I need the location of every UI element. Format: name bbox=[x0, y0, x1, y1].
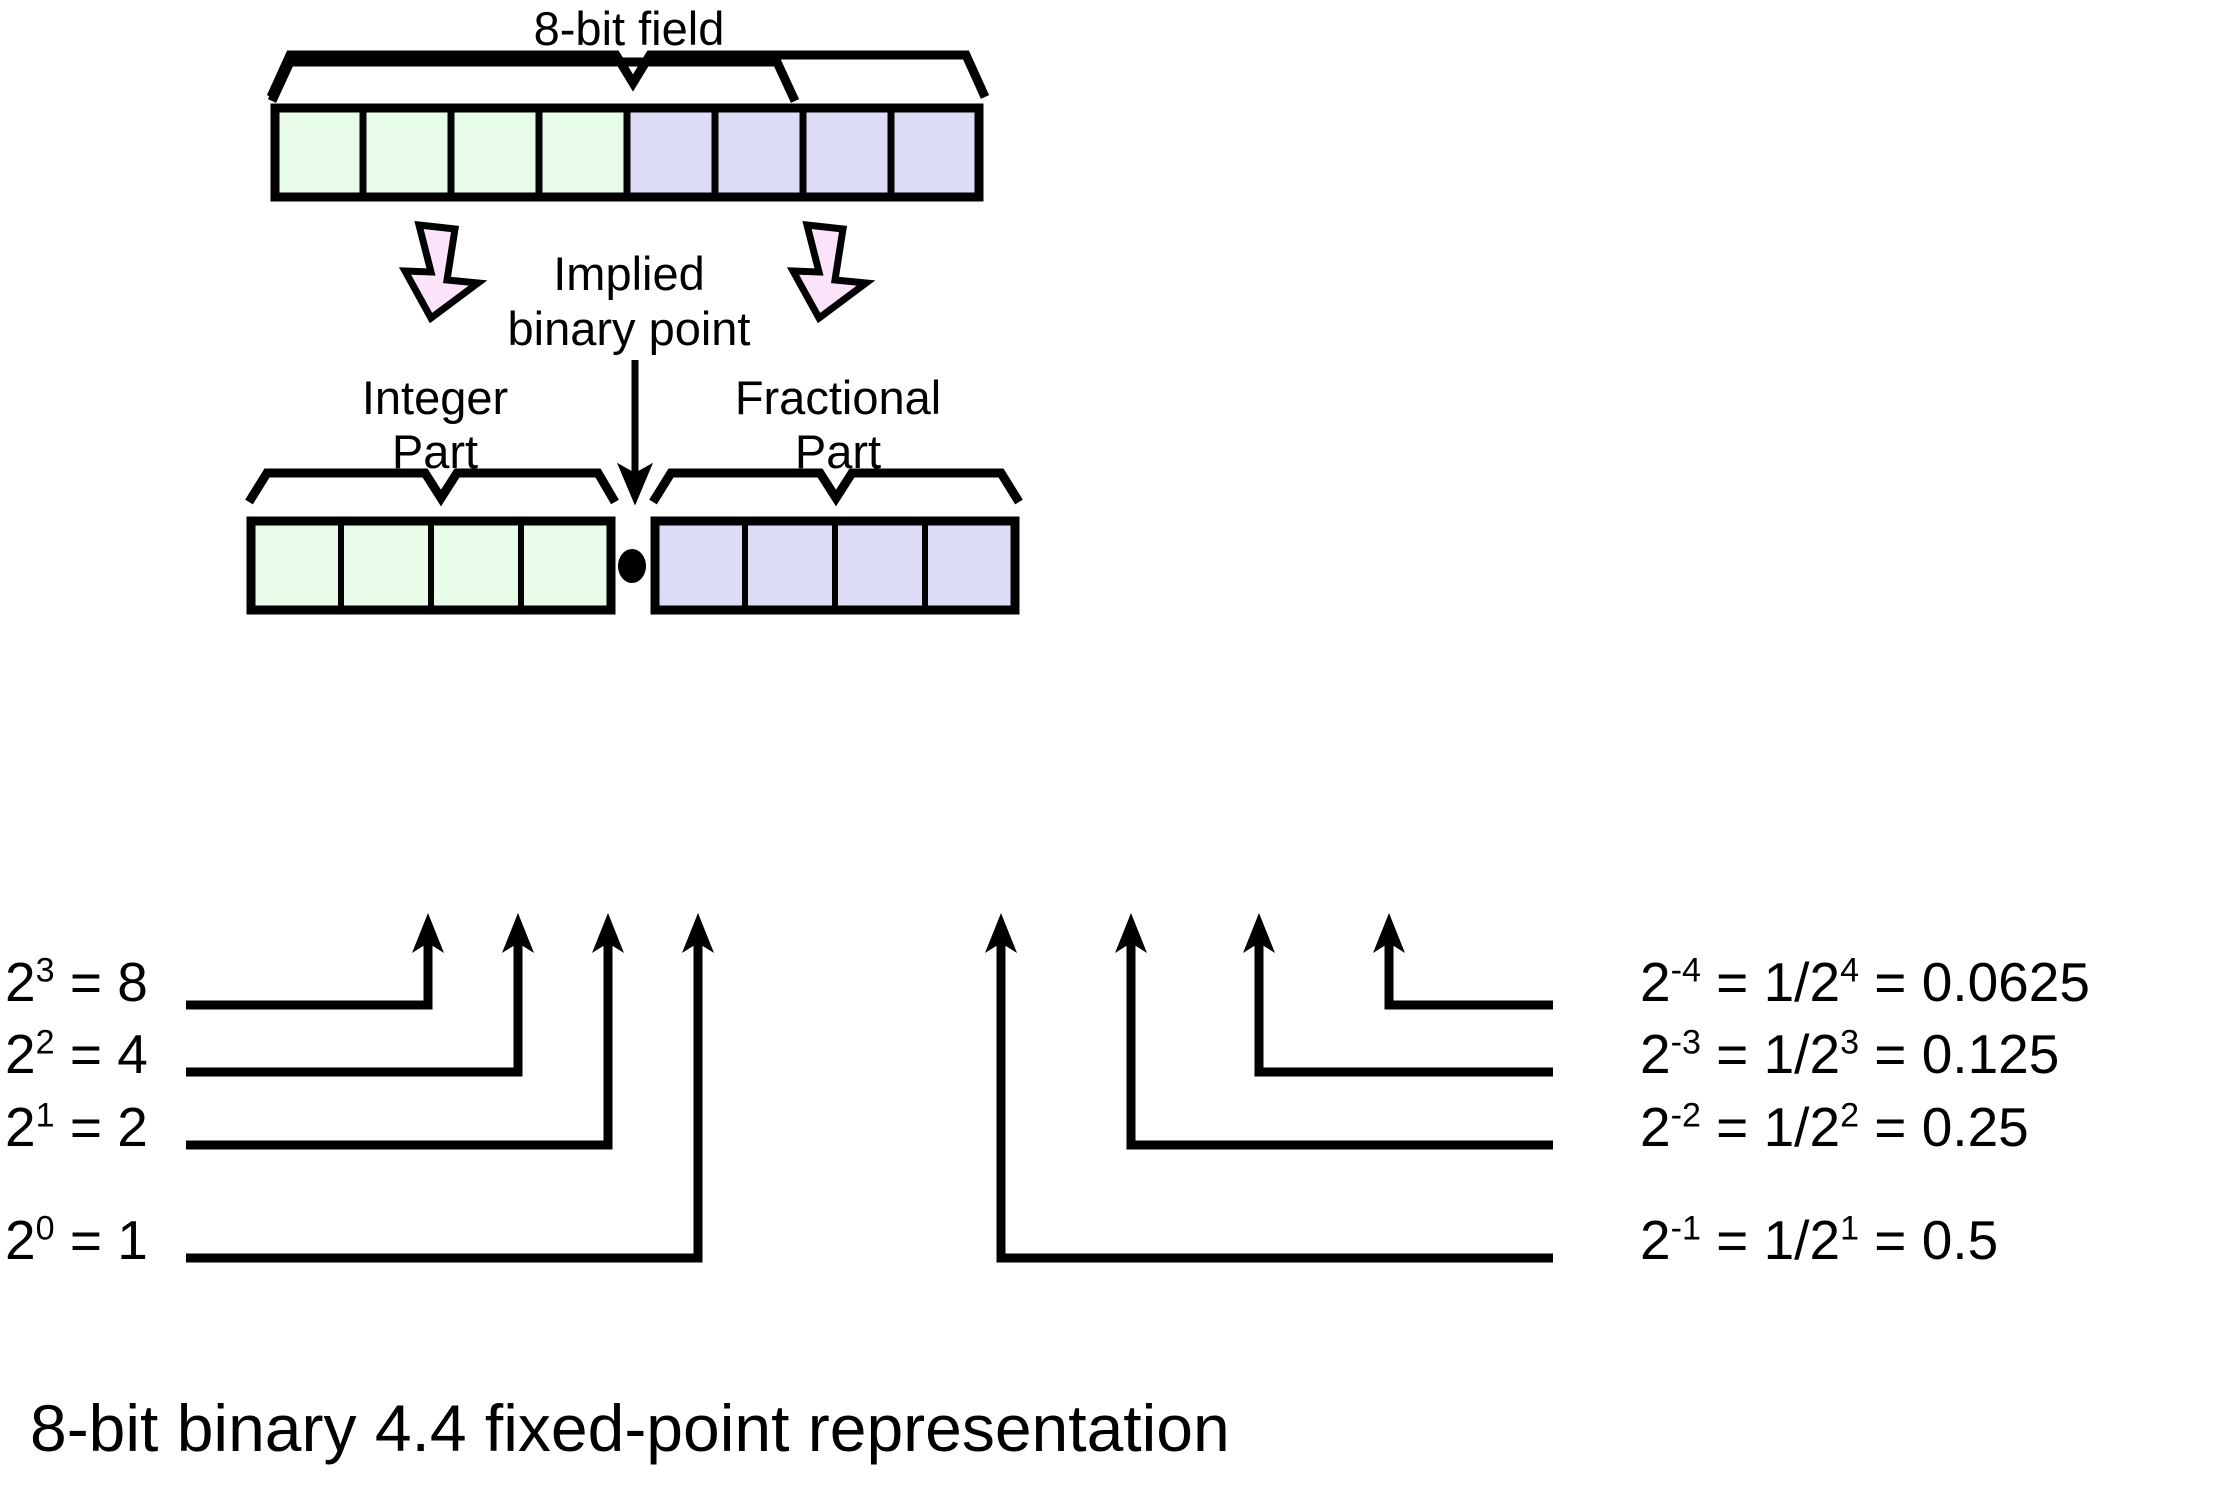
integer-part-label-line1: Integer bbox=[361, 371, 509, 424]
weight-equals-1: = bbox=[1700, 1023, 1764, 1085]
top-field-brace bbox=[267, 57, 800, 103]
weight-label-frac-2: 2-2 = 1/22 = 0.25 bbox=[1640, 1096, 2029, 1155]
fractional-part-label-line1: Fractional bbox=[734, 371, 942, 424]
weight-label-int-3: 20 = 1 bbox=[5, 1209, 148, 1268]
weight-base: 2 bbox=[1640, 1023, 1671, 1085]
weight-exponent: -4 bbox=[1670, 951, 1701, 990]
weight-label-frac-1: 2-3 = 1/23 = 0.125 bbox=[1640, 1023, 2059, 1082]
weight-exponent: -1 bbox=[1670, 1209, 1701, 1248]
weight-exponent: -2 bbox=[1670, 1096, 1701, 1135]
weight-exponent: -3 bbox=[1670, 1023, 1701, 1062]
weight-equals-1: = bbox=[1700, 1209, 1764, 1271]
frac-cell-4 bbox=[922, 518, 1018, 613]
binary-point-dot bbox=[618, 549, 646, 583]
weight-fraction: 1/2 bbox=[1763, 1023, 1841, 1085]
connector-frac-2em4 bbox=[1373, 913, 1553, 1010]
connector-frac-2em2 bbox=[1115, 913, 1553, 1150]
weight-fraction-exponent: 3 bbox=[1840, 1023, 1860, 1062]
binary-point-pointer bbox=[616, 360, 654, 506]
weight-fraction: 1/2 bbox=[1763, 951, 1841, 1013]
weight-equals: = 4 bbox=[54, 1023, 148, 1085]
fractional-row-frame bbox=[650, 516, 1020, 615]
connector-int-2e1 bbox=[186, 913, 624, 1150]
int-cell-3 bbox=[248, 518, 344, 613]
top-cell-frac-1 bbox=[623, 104, 719, 201]
top-row-frame bbox=[270, 103, 984, 202]
weight-exponent: 1 bbox=[35, 1096, 55, 1135]
weight-label-frac-0: 2-4 = 1/24 = 0.0625 bbox=[1640, 951, 2090, 1010]
weight-equals: = 8 bbox=[54, 951, 148, 1013]
weight-equals-1: = bbox=[1700, 951, 1764, 1013]
top-bit-row bbox=[270, 103, 984, 202]
connector-frac-2em3 bbox=[1243, 913, 1553, 1077]
top-cell-frac-2 bbox=[711, 104, 807, 201]
split-arrow-right bbox=[786, 220, 876, 324]
weight-label-int-2: 21 = 2 bbox=[5, 1096, 148, 1155]
connector-int-2e3 bbox=[186, 913, 444, 1010]
weight-value: = 0.0625 bbox=[1859, 951, 2090, 1013]
weight-fraction: 1/2 bbox=[1763, 1096, 1841, 1158]
weight-label-frac-3: 2-1 = 1/21 = 0.5 bbox=[1640, 1209, 1998, 1268]
int-cell-1 bbox=[428, 518, 524, 613]
weight-fraction-exponent: 1 bbox=[1840, 1209, 1860, 1248]
weight-base: 2 bbox=[5, 1023, 36, 1085]
weight-fraction-exponent: 4 bbox=[1840, 951, 1860, 990]
top-cell-frac-3 bbox=[799, 104, 895, 201]
top-cell-int-1 bbox=[447, 104, 543, 201]
fractional-part-brace bbox=[649, 468, 1023, 507]
connector-frac-2em1 bbox=[985, 913, 1553, 1263]
integer-part-brace bbox=[245, 468, 619, 507]
integer-part-label-line2: Part bbox=[391, 425, 479, 478]
int-cell-0 bbox=[518, 518, 614, 613]
int-cell-2 bbox=[338, 518, 434, 613]
weight-exponent: 3 bbox=[35, 951, 55, 990]
implied-binary-point-line2: binary point bbox=[507, 302, 751, 355]
weight-base: 2 bbox=[1640, 951, 1671, 1013]
split-arrow-left bbox=[398, 220, 488, 324]
top-field-label: 8-bit field bbox=[533, 2, 725, 55]
weight-base: 2 bbox=[5, 951, 36, 1013]
weight-label-int-1: 22 = 4 bbox=[5, 1023, 148, 1082]
fractional-part-label-line2: Part bbox=[794, 425, 882, 478]
weight-equals-1: = bbox=[1700, 1096, 1764, 1158]
implied-binary-point-line1: Implied bbox=[553, 247, 705, 300]
connector-int-2e2 bbox=[186, 913, 534, 1077]
weight-exponent: 0 bbox=[35, 1209, 55, 1248]
weight-base: 2 bbox=[5, 1209, 36, 1271]
top-cell-int-0 bbox=[535, 104, 631, 201]
weight-base: 2 bbox=[5, 1096, 36, 1158]
fractional-bit-row bbox=[650, 516, 1020, 615]
connector-int-2e0 bbox=[186, 913, 714, 1263]
top-cell-int-2 bbox=[359, 104, 455, 201]
weight-label-int-0: 23 = 8 bbox=[5, 951, 148, 1010]
weight-value: = 0.25 bbox=[1859, 1096, 2029, 1158]
weight-fraction: 1/2 bbox=[1763, 1209, 1841, 1271]
weight-equals: = 2 bbox=[54, 1096, 148, 1158]
weight-value: = 0.5 bbox=[1859, 1209, 1999, 1271]
integer-row-frame bbox=[246, 516, 616, 615]
integer-bit-row bbox=[246, 516, 616, 615]
weight-base: 2 bbox=[1640, 1209, 1671, 1271]
weight-equals: = 1 bbox=[54, 1209, 148, 1271]
top-field-brace-shape bbox=[266, 50, 990, 99]
weight-base: 2 bbox=[1640, 1096, 1671, 1158]
frac-cell-2 bbox=[742, 518, 838, 613]
weight-fraction-exponent: 2 bbox=[1840, 1096, 1860, 1135]
diagram-caption: 8-bit binary 4.4 fixed-point representat… bbox=[30, 1391, 1230, 1465]
weight-exponent: 2 bbox=[35, 1023, 55, 1062]
frac-cell-1 bbox=[652, 518, 748, 613]
top-cell-frac-4 bbox=[887, 104, 983, 201]
frac-cell-3 bbox=[832, 518, 928, 613]
weight-value: = 0.125 bbox=[1859, 1023, 2060, 1085]
top-cell-int-3 bbox=[271, 104, 367, 201]
